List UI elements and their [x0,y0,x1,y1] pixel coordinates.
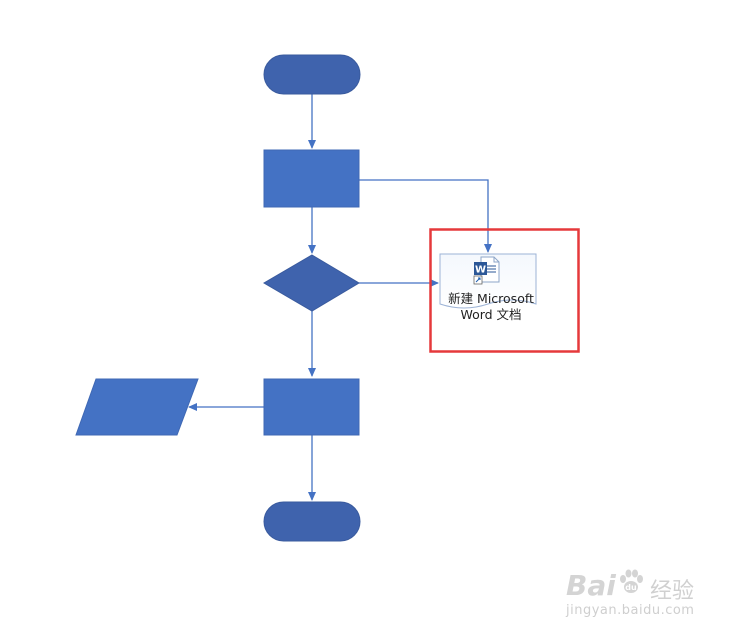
data-parallelogram[interactable] [75,378,199,436]
file-label-line2: Word 文档 [460,307,522,322]
highlight-box [429,228,580,353]
process-box-2[interactable] [263,378,360,436]
baidu-paw-icon: du [620,569,643,593]
embedded-file-label: 新建 Microsoft Word 文档 [436,291,546,323]
embedded-word-document[interactable]: W [439,253,537,309]
watermark-brand-cn: 经验 [650,579,695,604]
connectors [188,94,492,501]
process-box-1[interactable] [263,149,360,208]
start-terminal[interactable] [263,54,361,95]
file-label-line1: 新建 Microsoft [448,291,534,306]
end-terminal[interactable] [263,501,361,542]
svg-text:W: W [475,265,486,276]
watermark-url: jingyan.baidu.com [566,603,695,618]
watermark-brand: Bai [566,569,616,602]
baidu-jingyan-watermark: Bai du 经验 jingyan.baidu.com [560,565,710,625]
decision-diamond[interactable] [263,254,360,312]
connector-process1-to-document[interactable] [359,179,492,253]
word-document-icon: W [473,256,500,285]
svg-text:du: du [625,583,637,592]
